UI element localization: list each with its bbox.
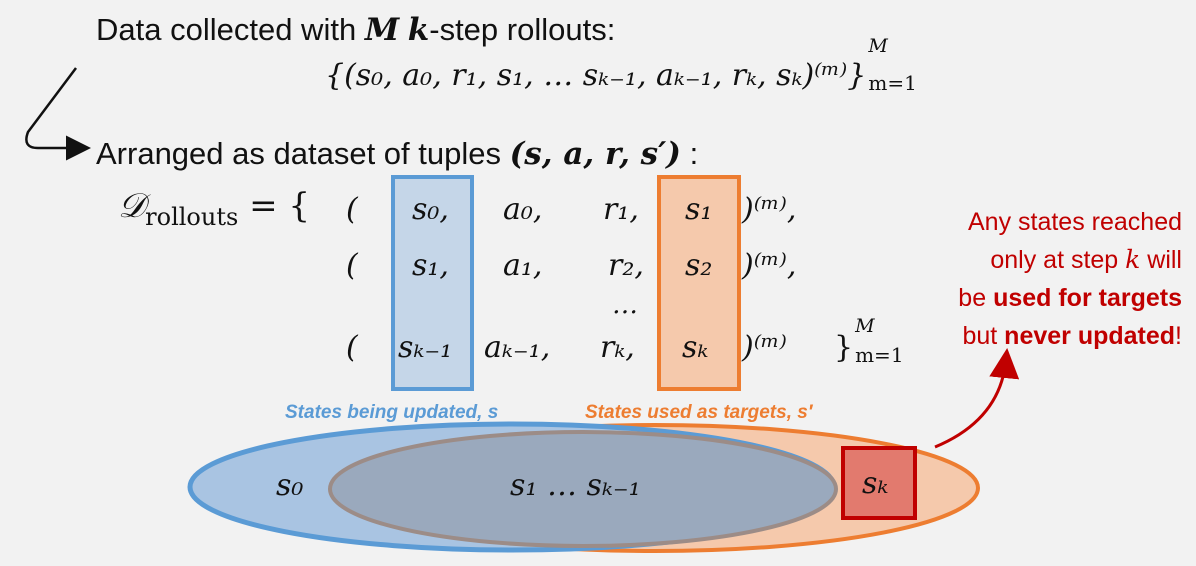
- targets-label: States used as targets, s′: [585, 402, 813, 423]
- dataset-end-brace: }: [834, 330, 854, 365]
- row-1-snext: s₁: [685, 192, 713, 227]
- curved-arrow: [25, 67, 91, 161]
- row-2-a: a₁,: [503, 248, 543, 283]
- header-k: k: [407, 12, 430, 48]
- red-arrow: [934, 348, 1020, 449]
- note-line-2: only at step k will: [958, 241, 1182, 279]
- note-line-4-prefix: but: [962, 322, 1005, 350]
- sk-red-box: [841, 446, 917, 520]
- rollout-set: {(s₀, a₀, r₁, s₁, … sₖ₋₁, aₖ₋₁, rₖ, sₖ)⁽…: [325, 35, 917, 95]
- row-1-a: a₀,: [503, 192, 543, 227]
- rollout-set-sub: m=1: [868, 71, 917, 95]
- arranged-text: Arranged as dataset of tuples: [96, 136, 510, 171]
- row-2-r: r₂,: [608, 248, 644, 283]
- row-2-s: s₁,: [412, 248, 449, 283]
- dataset-name: 𝒟rollouts = {: [118, 186, 311, 231]
- row-2-snext: s₂: [685, 248, 713, 283]
- arranged-colon: :: [680, 136, 699, 171]
- arranged-line: Arranged as dataset of tuples (s, a, r, …: [96, 136, 698, 172]
- note-k: k: [1125, 245, 1141, 274]
- note-line-1: Any states reached: [967, 208, 1182, 236]
- note-line-4-suffix: !: [1175, 322, 1182, 350]
- note-line-4: but never updated!: [958, 317, 1182, 355]
- note-line-3-prefix: be: [958, 284, 994, 312]
- dataset-end-sup: M: [855, 315, 875, 337]
- rollout-set-sup: M: [868, 35, 888, 57]
- arranged-tuple: (s, a, r, s′): [509, 136, 681, 172]
- header-line-1: Data collected with M k-step rollouts:: [96, 12, 615, 48]
- row-3-snext: sₖ: [682, 330, 709, 365]
- row-3-a: aₖ₋₁,: [484, 330, 551, 365]
- note-line-3-bold: used for targets: [993, 284, 1182, 312]
- row-3-open: (: [346, 330, 358, 365]
- note-line-2-prefix: only at step: [990, 246, 1126, 274]
- row-1-close: )⁽ᵐ⁾,: [742, 192, 797, 227]
- row-3-close: )⁽ᵐ⁾: [742, 330, 787, 365]
- note-line-2-suffix: will: [1140, 246, 1182, 274]
- dataset-eq: = {: [249, 186, 311, 226]
- row-3-s: sₖ₋₁: [398, 330, 453, 365]
- header-suffix: -step rollouts:: [429, 12, 616, 47]
- updated-label: States being updated, s: [285, 402, 499, 423]
- dataset-end: } M m=1: [834, 315, 904, 367]
- note-line-4-bold: never updated: [1004, 322, 1176, 350]
- dataset-symbol: 𝒟: [118, 186, 146, 226]
- dataset-sub: rollouts: [145, 203, 239, 231]
- blue-column-box: [391, 175, 474, 391]
- row-1-r: r₁,: [603, 192, 639, 227]
- header-M: M: [364, 12, 400, 48]
- row-ellipsis: …: [612, 290, 638, 320]
- row-1-s: s₀,: [412, 192, 449, 227]
- row-2-open: (: [346, 248, 358, 283]
- dataset-end-sub: m=1: [855, 343, 904, 367]
- row-1-open: (: [346, 192, 358, 227]
- venn-left-label: s₀: [276, 468, 304, 503]
- overlap-ellipse: [328, 430, 838, 548]
- venn-middle-label: s₁ … sₖ₋₁: [510, 468, 641, 503]
- row-2-close: )⁽ᵐ⁾,: [742, 248, 797, 283]
- rollout-set-body: {(s₀, a₀, r₁, s₁, … sₖ₋₁, aₖ₋₁, rₖ, sₖ)⁽…: [325, 58, 867, 93]
- orange-column-box: [657, 175, 741, 391]
- header-prefix: Data collected with: [96, 12, 365, 47]
- row-3-r: rₖ,: [600, 330, 635, 365]
- red-note: Any states reached only at step k will b…: [958, 203, 1182, 355]
- note-line-3: be used for targets: [958, 279, 1182, 317]
- venn-right-label: sₖ: [862, 466, 889, 501]
